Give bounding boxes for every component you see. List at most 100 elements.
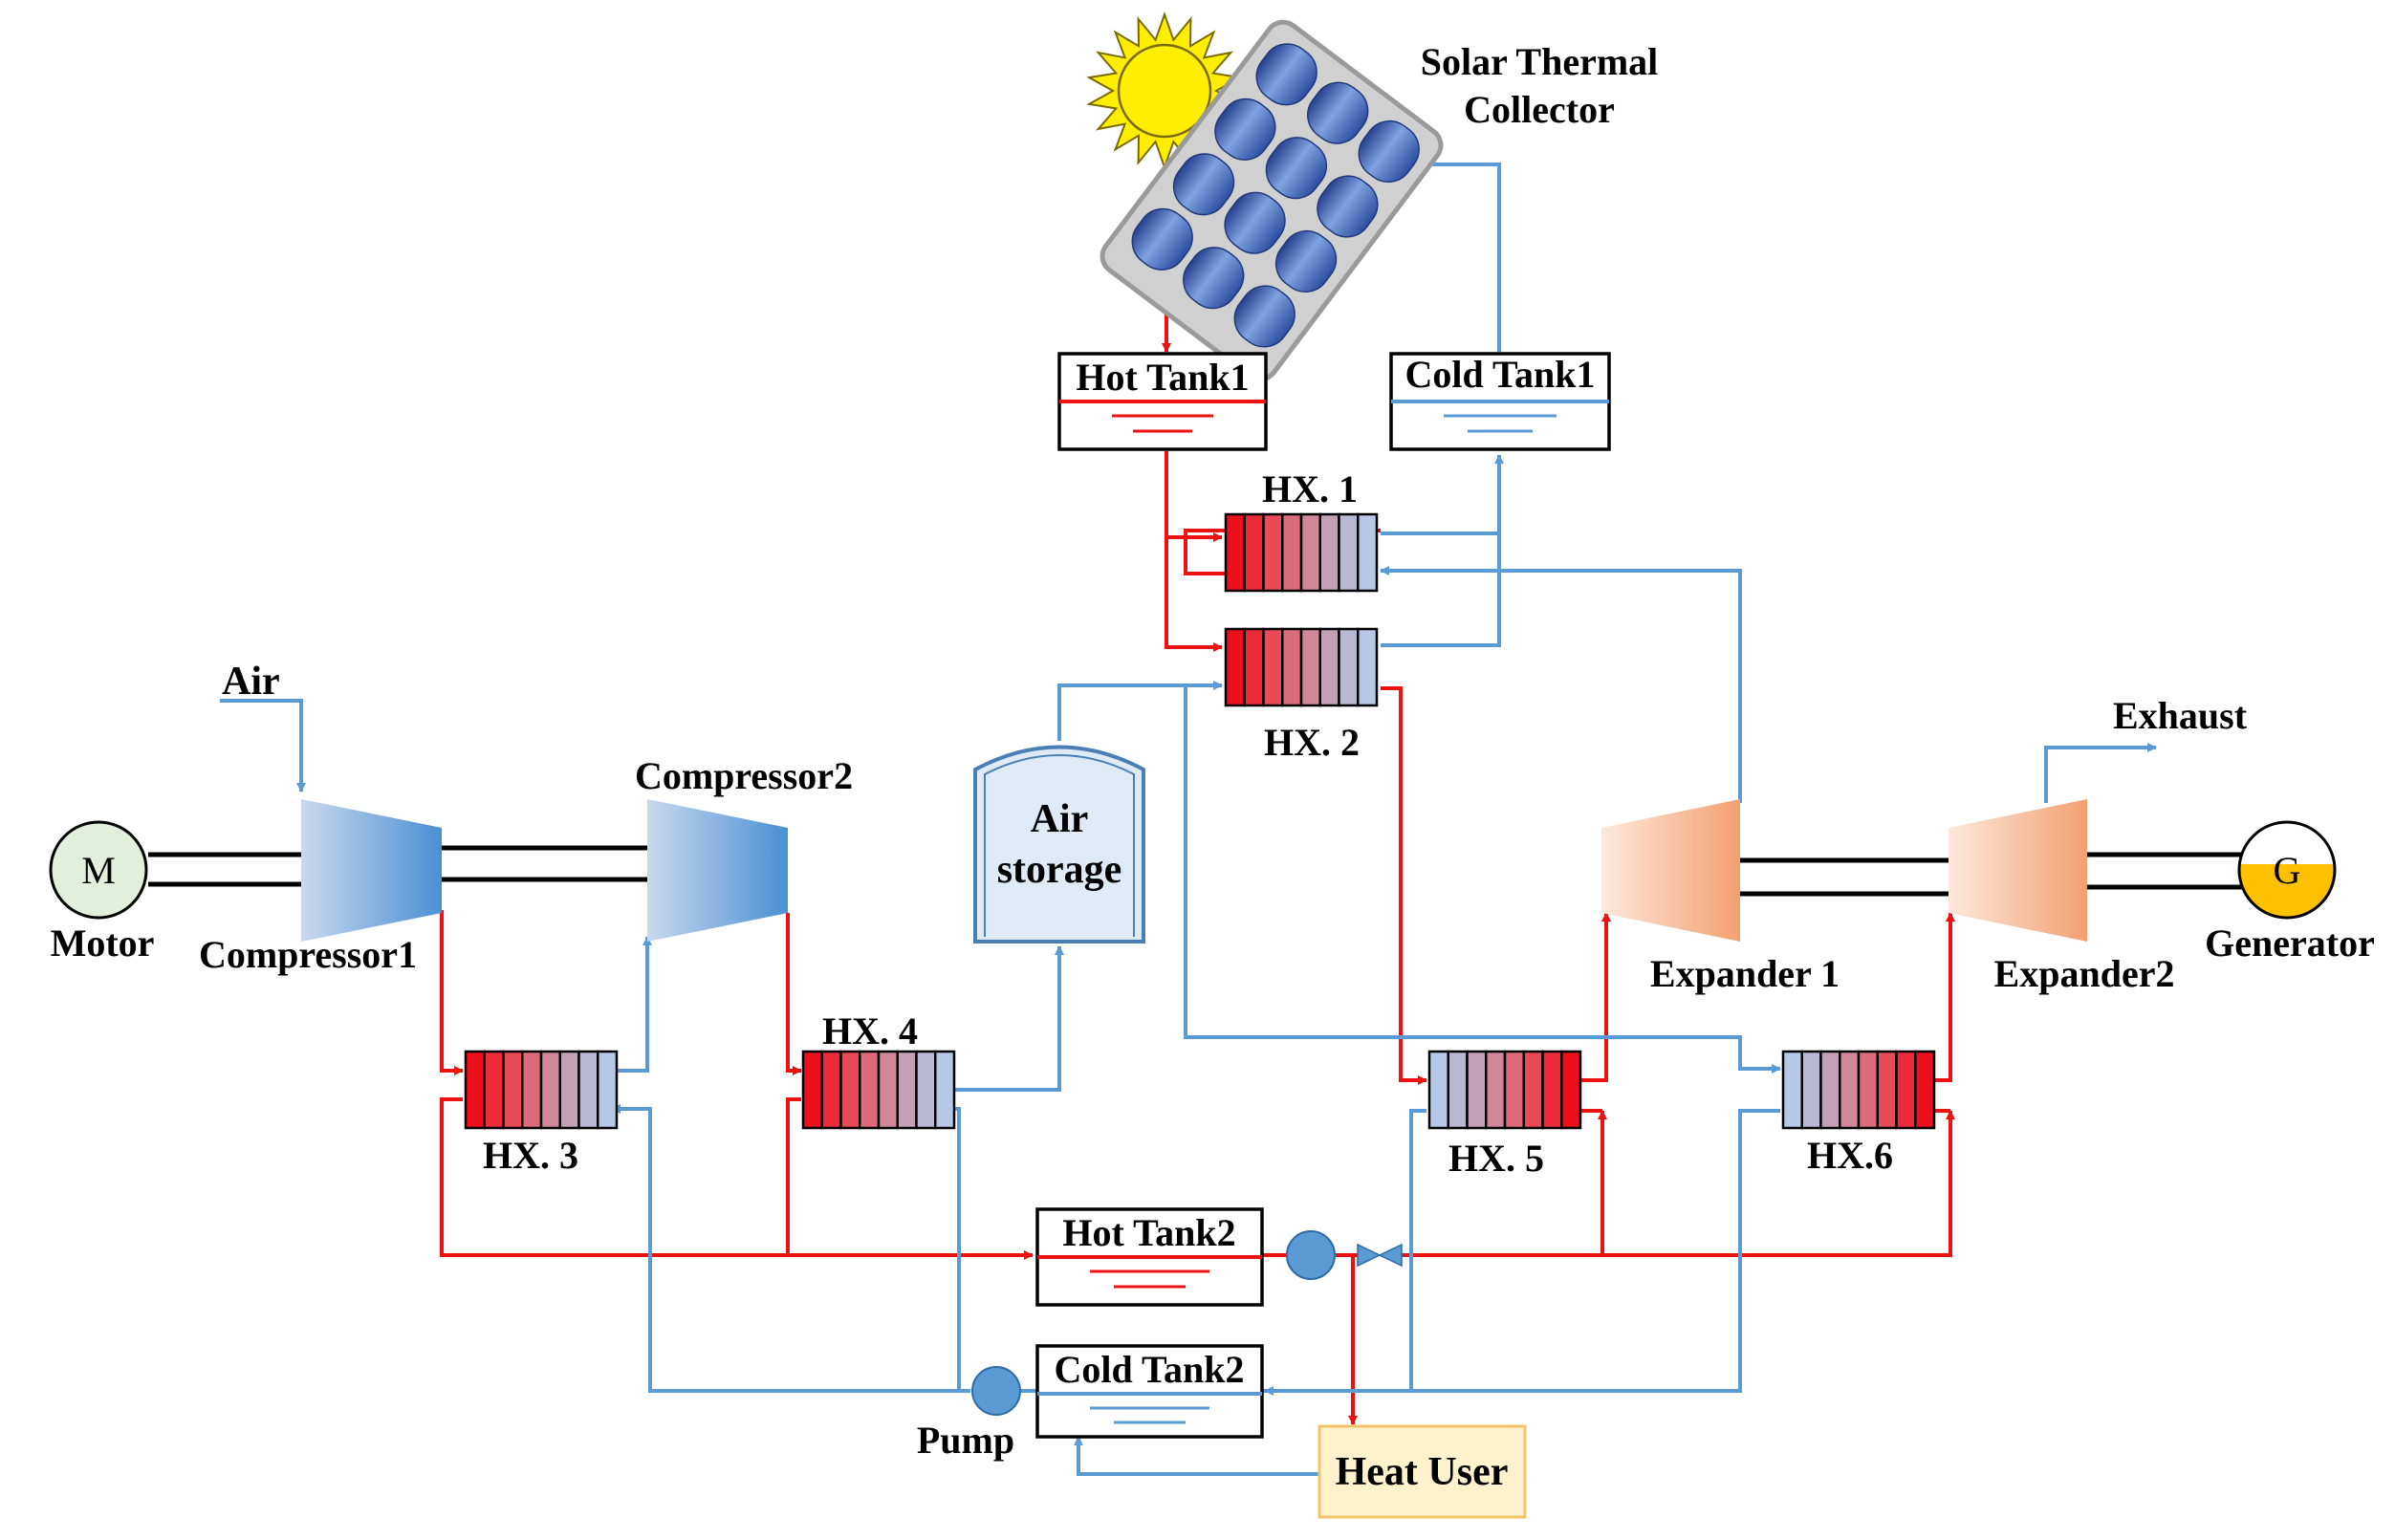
shafts	[148, 845, 2242, 897]
hx-band	[1299, 627, 1321, 707]
heat-user-label: Heat User	[1336, 1450, 1509, 1494]
hx-band	[1224, 627, 1246, 707]
hx-band	[1243, 627, 1265, 707]
hx-band	[597, 1050, 619, 1130]
generator: G	[2237, 820, 2337, 920]
hx-band	[1781, 1050, 1803, 1130]
hx-band	[1281, 627, 1303, 707]
hot-tank1: Hot Tank1	[1057, 352, 1268, 451]
hx4	[801, 1050, 956, 1130]
hx-band	[1357, 512, 1379, 593]
hx-band	[1281, 512, 1303, 593]
hx-band	[1876, 1050, 1898, 1130]
hx-band	[934, 1050, 956, 1130]
hx-band	[1318, 512, 1340, 593]
solar-collector-label-line1: Solar Thermal	[1421, 40, 1659, 83]
pump-label: Pump	[917, 1419, 1014, 1462]
motor-symbol: M	[81, 849, 116, 892]
expander1	[1601, 799, 1740, 942]
air-storage-label-line1: Air	[1031, 797, 1089, 841]
hx3-label: HX. 3	[483, 1134, 578, 1177]
compressor1-label: Compressor1	[199, 933, 417, 976]
motor: M	[49, 820, 148, 920]
exhaust-label: Exhaust	[2113, 694, 2248, 737]
hot-oil-lines	[440, 189, 1955, 1425]
hot-tank2-label: Hot Tank2	[1062, 1211, 1235, 1254]
hx-band	[539, 1050, 561, 1130]
hx-band	[1485, 1050, 1507, 1130]
hx-band	[1262, 627, 1284, 707]
hx-band	[1357, 627, 1379, 707]
expander1-label: Expander 1	[1650, 952, 1840, 995]
hx-band	[859, 1050, 881, 1130]
hot-tank1-label: Hot Tank1	[1076, 356, 1249, 399]
heat-user: Heat User	[1317, 1424, 1527, 1519]
compressor2-label: Compressor2	[635, 754, 853, 797]
hx-band	[558, 1050, 580, 1130]
hx-band	[1243, 512, 1265, 593]
hx-band	[896, 1050, 918, 1130]
hx3	[464, 1050, 619, 1130]
expander2	[1949, 799, 2087, 942]
hx1-label: HX. 1	[1262, 467, 1358, 510]
hx-band	[1503, 1050, 1525, 1130]
hx-band	[1262, 512, 1284, 593]
hx-band	[1914, 1050, 1936, 1130]
hx-band	[521, 1050, 543, 1130]
solar-thermal-collector-icon	[1100, 19, 1444, 382]
hx-band	[1447, 1050, 1469, 1130]
compressor2	[647, 799, 788, 942]
cold-pump	[971, 1366, 1021, 1416]
cold-tank1: Cold Tank1	[1389, 352, 1611, 451]
hx-band	[464, 1050, 486, 1130]
generator-label: Generator	[2205, 922, 2375, 965]
hx6-label: HX.6	[1807, 1134, 1893, 1177]
hx-band	[1800, 1050, 1822, 1130]
air-label: Air	[222, 660, 280, 704]
hx-band	[801, 1050, 823, 1130]
cold-tank2-label: Cold Tank2	[1054, 1348, 1244, 1391]
hx-band	[1541, 1050, 1563, 1130]
solar-collector-label-line2: Collector	[1464, 88, 1615, 131]
hx5-label: HX. 5	[1448, 1137, 1544, 1180]
motor-label: Motor	[51, 922, 155, 965]
hx6	[1781, 1050, 1936, 1130]
hx-band	[1560, 1050, 1582, 1130]
hx2-label: HX. 2	[1264, 721, 1360, 764]
hx-band	[1839, 1050, 1861, 1130]
hx-band	[1819, 1050, 1841, 1130]
valve-icon	[1357, 1243, 1403, 1268]
hx-band	[1338, 512, 1360, 593]
hx1	[1224, 512, 1379, 593]
hx-band	[1224, 512, 1246, 593]
hx4-label: HX. 4	[822, 1009, 918, 1052]
hx-band	[839, 1050, 861, 1130]
hx-band	[502, 1050, 524, 1130]
compressor1	[301, 799, 442, 942]
hx-band	[577, 1050, 599, 1130]
hx-band	[915, 1050, 937, 1130]
generator-symbol: G	[2274, 849, 2301, 892]
hx-band	[877, 1050, 899, 1130]
hx-band	[1338, 627, 1360, 707]
hx2	[1224, 627, 1379, 707]
hx-band	[1299, 512, 1321, 593]
hx-band	[483, 1050, 505, 1130]
air-storage: Air storage	[973, 745, 1145, 944]
hx-band	[1318, 627, 1340, 707]
hx-band	[820, 1050, 842, 1130]
hx-band	[1857, 1050, 1879, 1130]
hot-pump	[1286, 1230, 1336, 1280]
hx5	[1427, 1050, 1582, 1130]
cold-lines	[220, 160, 2157, 1476]
hot-tank2: Hot Tank2	[1035, 1207, 1264, 1307]
expander2-label: Expander2	[1994, 952, 2175, 995]
cold-tank2: Cold Tank2	[1035, 1344, 1264, 1439]
hx-band	[1427, 1050, 1449, 1130]
cold-tank1-label: Cold Tank1	[1404, 353, 1595, 396]
hx-band	[1895, 1050, 1917, 1130]
hx-band	[1522, 1050, 1544, 1130]
air-storage-label-line2: storage	[997, 848, 1122, 892]
hx-band	[1466, 1050, 1488, 1130]
